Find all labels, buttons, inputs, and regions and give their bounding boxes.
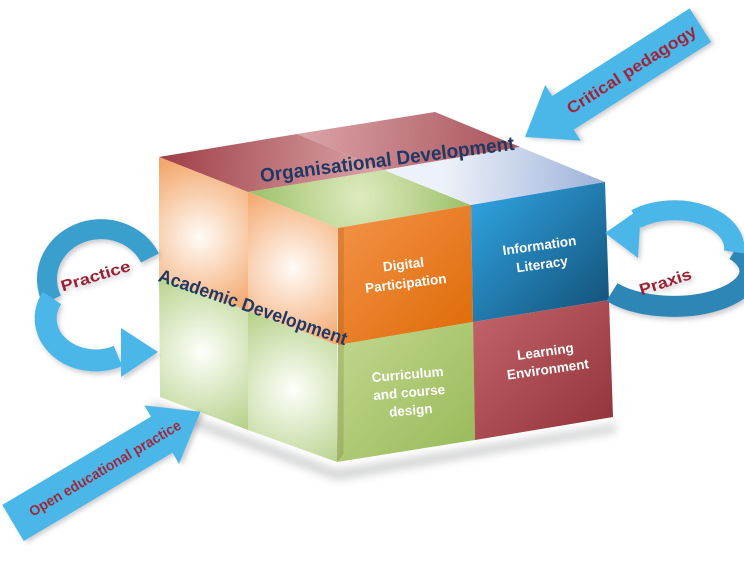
front-face-information-literacy — [471, 182, 609, 322]
cube-front-face — [337, 182, 613, 462]
praxis-arrow: Praxis — [605, 200, 744, 317]
practice-arrow-top-band — [36, 219, 159, 305]
open-educational-practice-arrow: Open educational practice — [2, 405, 201, 542]
praxis-arrowhead — [605, 208, 641, 258]
top-face-paleblue-front-right — [384, 147, 605, 205]
practice-arrow: Practice — [34, 219, 159, 377]
left-face-green-quadrant-2 — [248, 311, 337, 462]
open-educational-practice-label: Open educational practice — [27, 418, 185, 521]
praxis-arrow-bottom-band — [606, 241, 744, 317]
left-face-orange-quadrant-2 — [248, 192, 338, 345]
practice-label: Practice — [59, 258, 133, 295]
arrow-shape — [525, 8, 712, 141]
front-left-edge-shade — [337, 227, 344, 462]
curriculum-course-design-label: Curriculum and course design — [371, 364, 447, 420]
top-face-red-back-left — [159, 134, 384, 192]
praxis-arrow-top-band — [631, 200, 744, 254]
praxis-label: Praxis — [637, 266, 694, 299]
cube-shadow — [152, 402, 616, 480]
practice-arrowhead — [121, 328, 158, 377]
face-label-line: Digital — [382, 255, 425, 275]
arrow-shape — [2, 405, 201, 542]
cube-left-face — [159, 157, 338, 462]
front-face-curriculum — [337, 322, 475, 462]
critical-pedagogy-arrow: Critical pedagogy — [525, 8, 712, 141]
top-face-green-front-left — [248, 170, 471, 228]
critical-pedagogy-label: Critical pedagogy — [564, 22, 701, 118]
top-face-red-back-right — [297, 112, 520, 170]
practice-arrow-bottom-band — [34, 291, 123, 372]
cube-top-face — [159, 112, 605, 228]
face-label-line: and course — [373, 382, 447, 403]
face-label-line: Curriculum — [371, 364, 444, 385]
front-face-digital-participation — [338, 205, 473, 345]
face-label-line: Literacy — [515, 253, 569, 275]
left-face-orange-quadrant-1 — [159, 157, 248, 311]
left-face-green-quadrant-1 — [159, 277, 248, 430]
front-face-learning-environment — [473, 300, 613, 440]
face-label-line: design — [388, 401, 433, 420]
